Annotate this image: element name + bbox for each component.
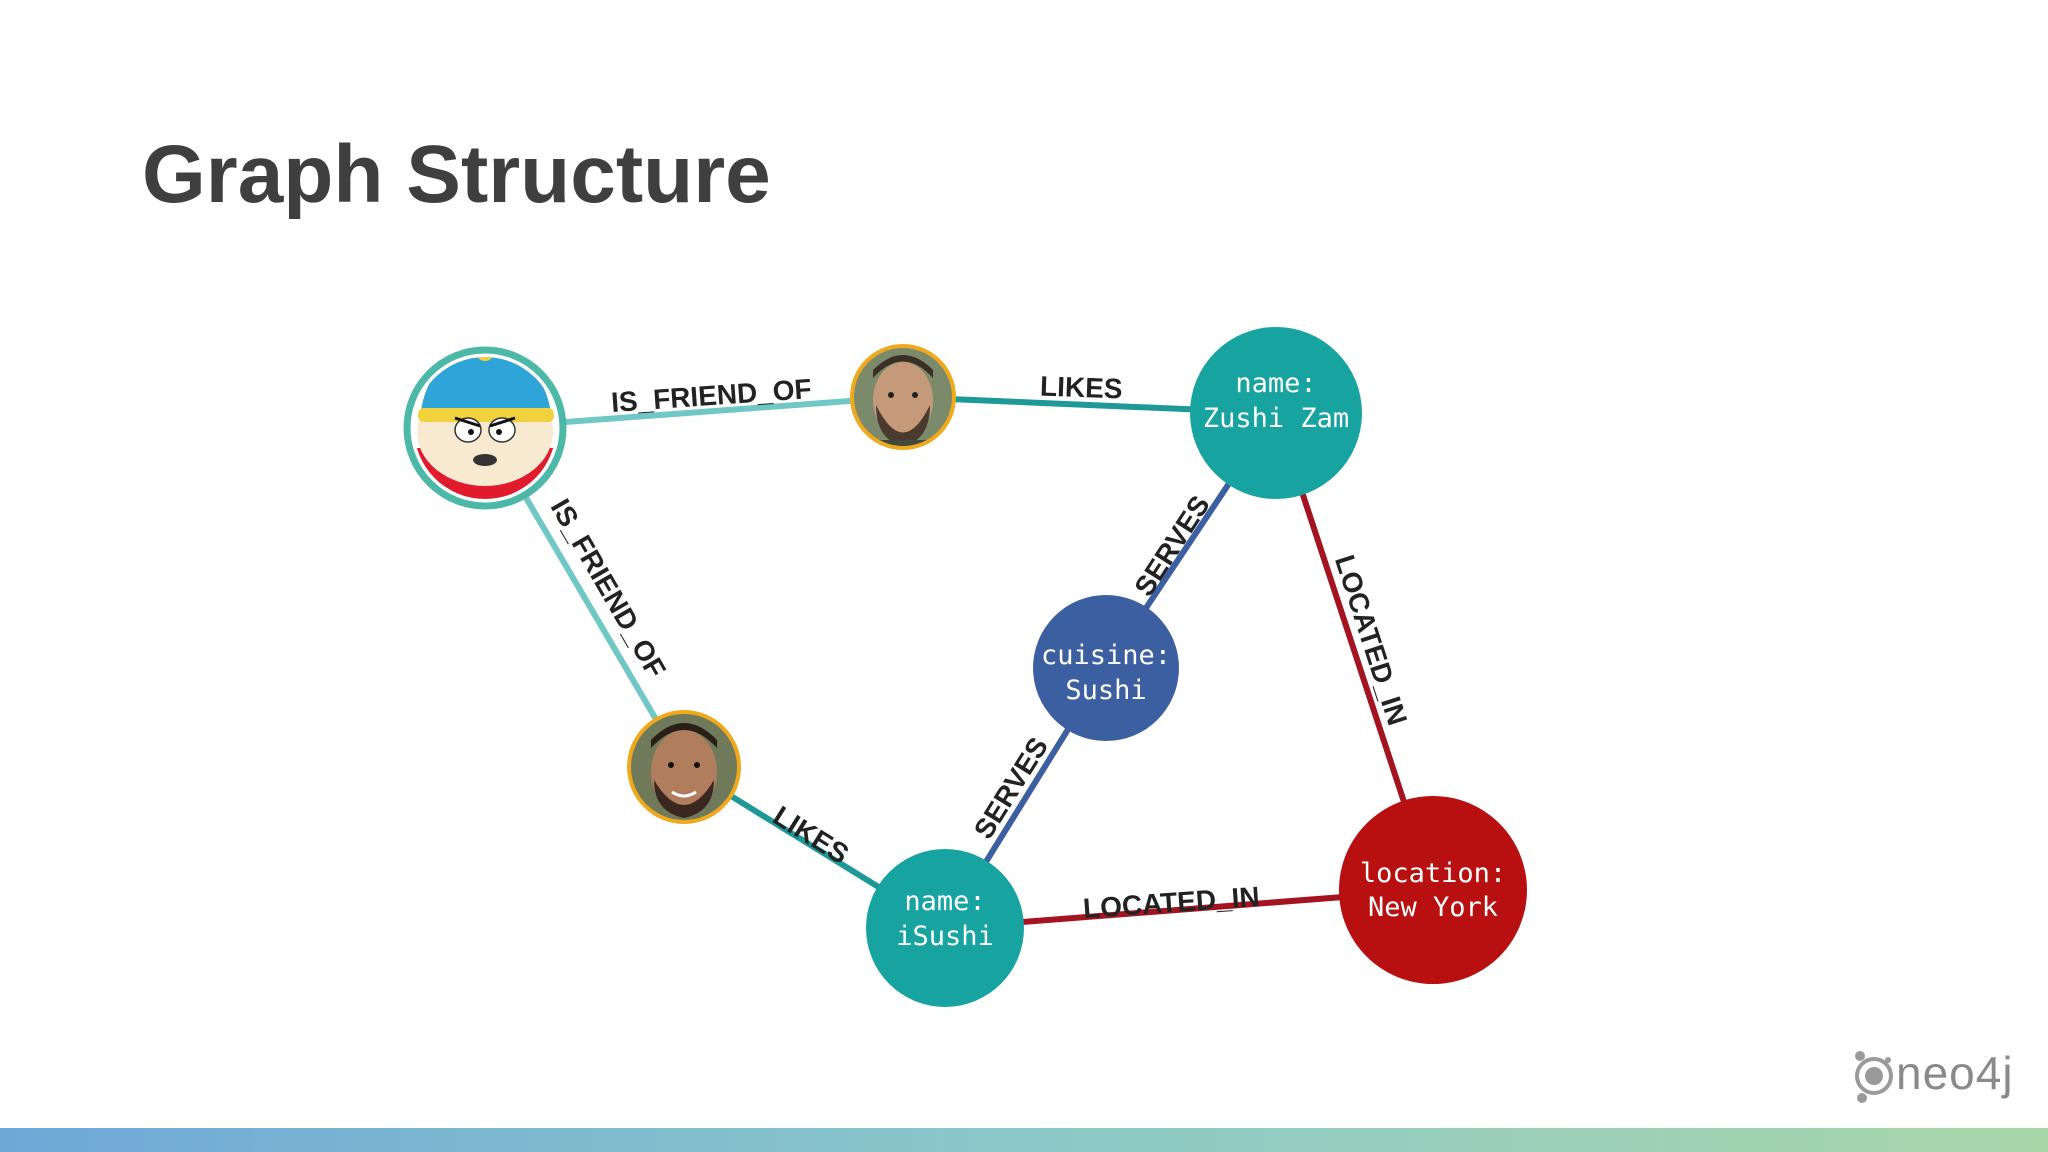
person2-node[interactable] <box>627 710 741 824</box>
zushi-zam-node[interactable]: name: Zushi Zam <box>1190 327 1362 499</box>
new-york-node[interactable]: location: New York <box>1339 796 1527 984</box>
cuisine-line2: Sushi <box>1065 675 1146 706</box>
bottom-gradient-bar <box>0 1128 2048 1152</box>
person1-node[interactable] <box>850 344 960 460</box>
cuisine-node[interactable]: cuisine: Sushi <box>1033 595 1179 741</box>
isushi-line2: iSushi <box>896 921 994 952</box>
isushi-line1: name: <box>904 886 985 917</box>
edge-label-likes-bottom: LIKES <box>768 800 854 870</box>
person-photo-icon <box>631 714 737 820</box>
cartoon-avatar-icon <box>414 357 556 499</box>
neo4j-logo <box>1855 1051 1893 1103</box>
slide-title: Graph Structure <box>142 129 771 220</box>
new-york-line2: New York <box>1368 892 1498 923</box>
edge-label-likes-top: LIKES <box>1040 371 1124 405</box>
zushi-zam-line2: Zushi Zam <box>1203 403 1349 434</box>
neo4j-logo-icon <box>1855 1051 1893 1103</box>
zushi-zam-line1: name: <box>1235 368 1316 399</box>
neo4j-logo-text: neo4j <box>1896 1047 2014 1099</box>
new-york-line1: location: <box>1360 858 1506 889</box>
edge-label-is-friend-of-left: IS_FRIEND_OF <box>545 494 672 683</box>
cartman-node[interactable] <box>403 343 567 518</box>
edge-label-serves-top: SERVES <box>1128 490 1216 602</box>
cuisine-line1: cuisine: <box>1041 640 1171 671</box>
edge-label-serves-bottom: SERVES <box>968 732 1054 844</box>
edge-label-located-in-bottom: LOCATED_IN <box>1082 881 1261 924</box>
person-photo-icon <box>854 348 952 446</box>
isushi-node[interactable]: name: iSushi <box>866 849 1024 1007</box>
